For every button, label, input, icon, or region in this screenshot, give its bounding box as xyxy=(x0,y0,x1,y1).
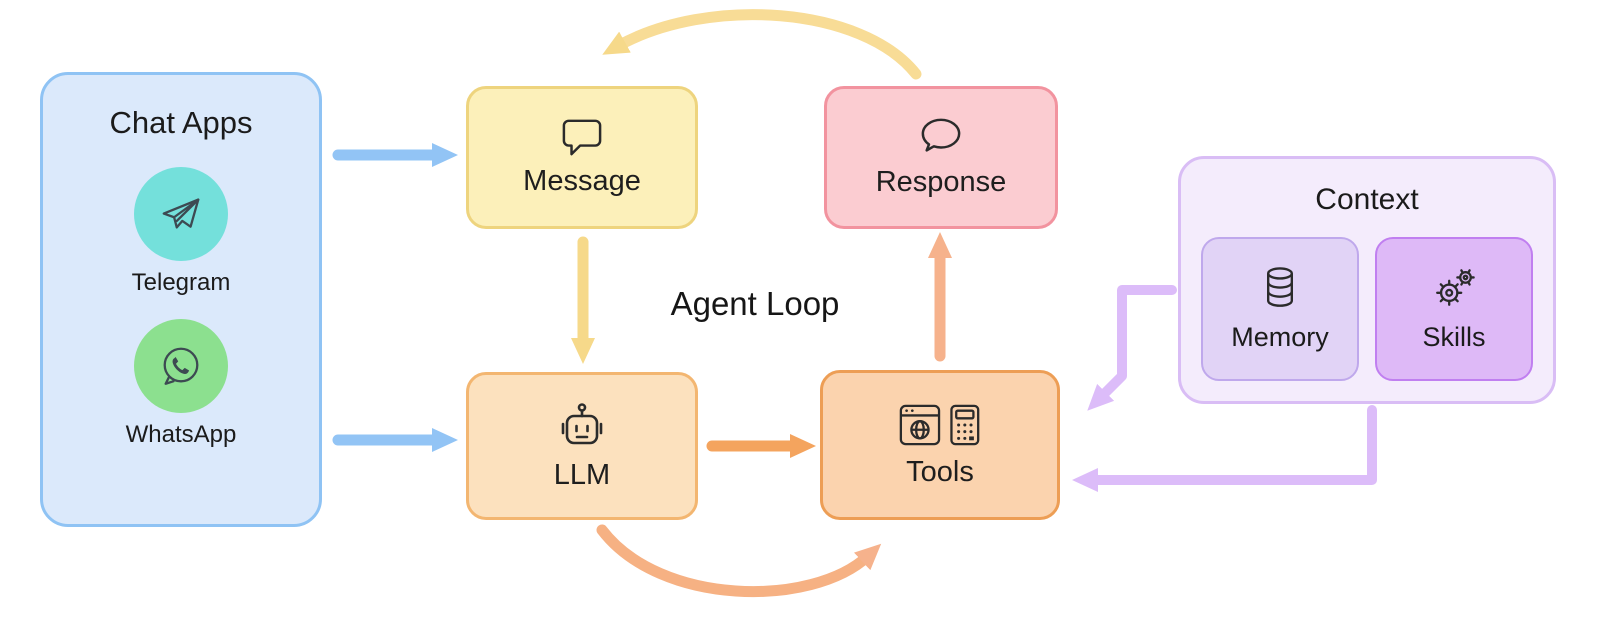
speech-bubble-icon xyxy=(559,117,605,157)
robot-icon xyxy=(556,401,608,451)
arrow-llm-to-tools-arc xyxy=(596,524,882,597)
browser-calculator-icon xyxy=(898,402,982,448)
app-whatsapp: WhatsApp xyxy=(125,319,237,449)
response-node: Response xyxy=(824,86,1058,229)
app-telegram: Telegram xyxy=(131,167,231,297)
tools-node: Tools xyxy=(820,370,1060,520)
context-panel: Context Memory xyxy=(1178,156,1556,404)
chat-apps-title: Chat Apps xyxy=(109,105,253,140)
message-label: Message xyxy=(523,165,641,197)
tools-label: Tools xyxy=(906,455,974,488)
response-label: Response xyxy=(875,166,1007,198)
skills-node: Skills xyxy=(1375,237,1533,381)
telegram-icon xyxy=(134,167,228,261)
gears-icon xyxy=(1431,265,1477,316)
database-icon xyxy=(1260,265,1300,316)
arrow-context-to-tools-upper xyxy=(1087,285,1177,411)
whatsapp-icon xyxy=(134,319,228,413)
llm-node: LLM xyxy=(466,372,698,520)
chat-apps-panel: Chat Apps Telegram xyxy=(40,72,322,527)
telegram-label: Telegram xyxy=(131,269,231,296)
whatsapp-label: WhatsApp xyxy=(125,421,237,448)
skills-label: Skills xyxy=(1422,322,1486,352)
arrow-response-to-message-arc xyxy=(602,9,922,80)
context-title: Context xyxy=(1315,183,1419,216)
message-node: Message xyxy=(466,86,698,229)
chat-bubble-icon xyxy=(918,116,964,158)
memory-label: Memory xyxy=(1231,322,1329,352)
llm-label: LLM xyxy=(553,458,611,491)
diagram-title: Agent Loop xyxy=(670,285,840,322)
memory-node: Memory xyxy=(1201,237,1359,381)
arrow-context-to-tools-lower xyxy=(1072,405,1377,492)
